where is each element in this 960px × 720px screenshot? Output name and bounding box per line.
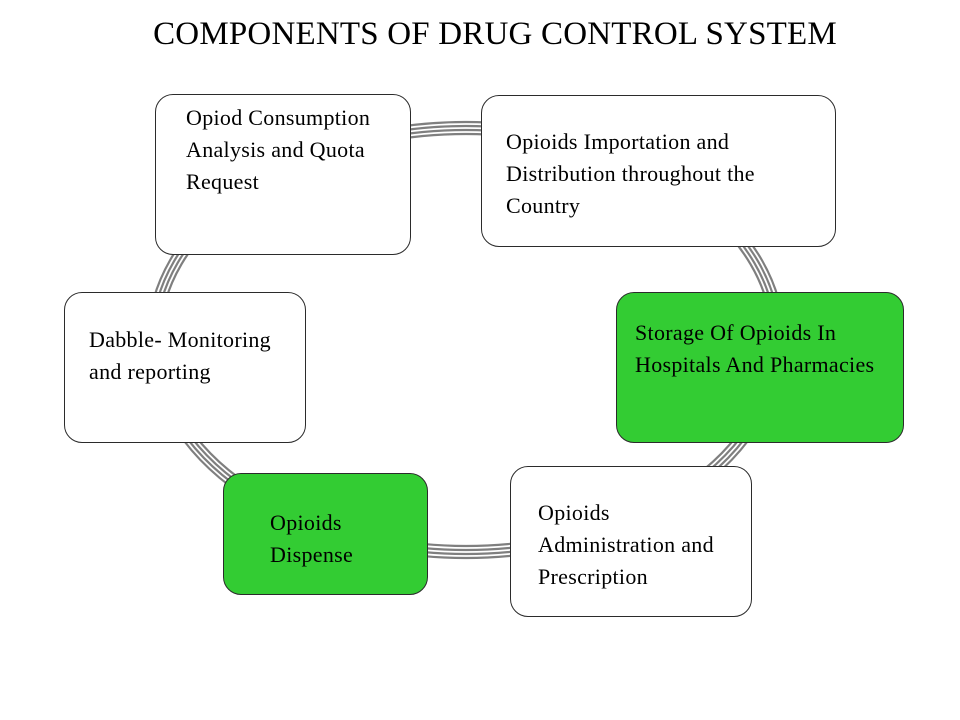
component-box-consumption-analysis: Opiod Consumption Analysis and Quota Req… bbox=[155, 94, 411, 255]
component-label: Dabble- Monitoring and reporting bbox=[89, 327, 271, 384]
component-box-importation-distribution: Opioids Importation and Distribution thr… bbox=[481, 95, 836, 247]
component-box-administration-prescription: Opioids Administration and Prescription bbox=[510, 466, 752, 617]
component-box-monitoring-reporting: Dabble- Monitoring and reporting bbox=[64, 292, 306, 443]
component-box-dispense: Opioids Dispense bbox=[223, 473, 428, 595]
component-label: Opiod Consumption Analysis and Quota Req… bbox=[186, 105, 371, 194]
component-label: Opioids Dispense bbox=[270, 510, 354, 567]
slide-title: COMPONENTS OF DRUG CONTROL SYSTEM bbox=[153, 16, 837, 52]
component-label: Storage Of Opioids In Hospitals And Phar… bbox=[635, 320, 875, 377]
component-label: Opioids Administration and Prescription bbox=[538, 500, 714, 589]
component-box-storage: Storage Of Opioids In Hospitals And Phar… bbox=[616, 292, 904, 443]
component-label: Opioids Importation and Distribution thr… bbox=[506, 129, 755, 218]
